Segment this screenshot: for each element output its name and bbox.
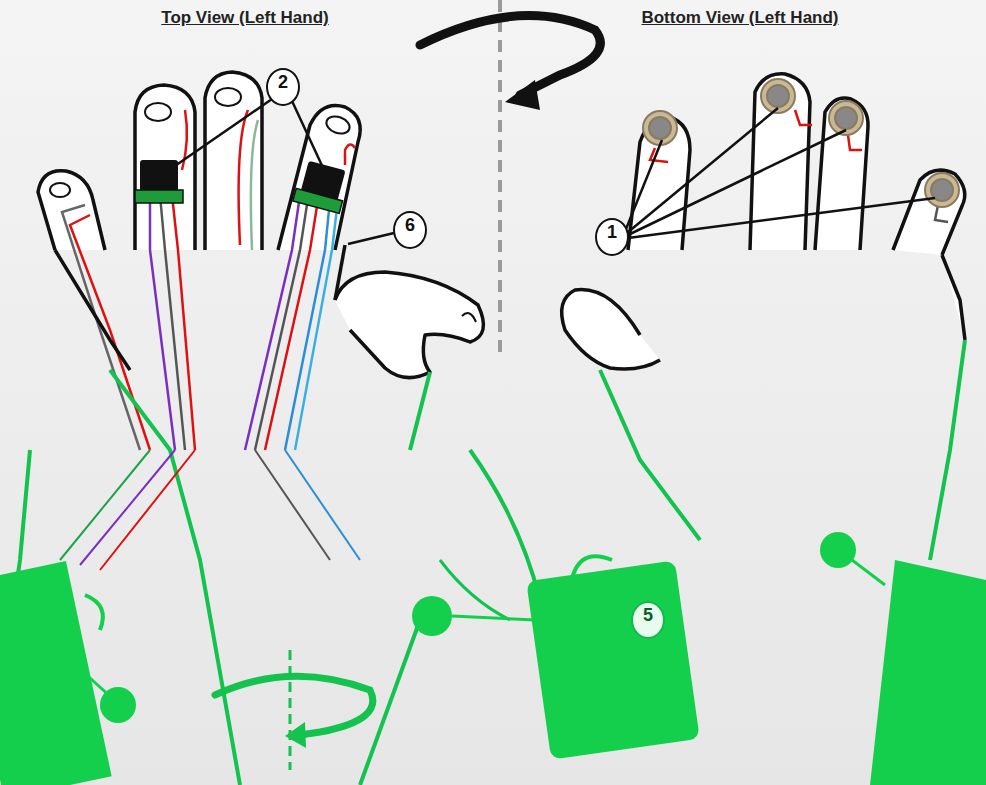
- wrist-modules-part: [870, 560, 986, 785]
- top-view-wires-part: [239, 110, 248, 245]
- view-divider: [500, 0, 501, 360]
- top-view-wires-part: [251, 120, 258, 250]
- wrist-section-part: [410, 372, 430, 450]
- leader-lines-part: [628, 198, 935, 238]
- wrist-modules: [0, 532, 986, 785]
- top-palm-outline: [55, 245, 345, 370]
- callout-number: 2: [266, 68, 300, 106]
- top-view-hand-part: [335, 272, 483, 378]
- leader-lines: [172, 99, 935, 244]
- callout-number: 6: [393, 211, 427, 249]
- top-view-hand-part: [215, 88, 241, 106]
- top-view-hand-part: [462, 313, 476, 322]
- top-view-wires-part: [172, 195, 195, 450]
- wrist-wiring-part: [285, 450, 360, 560]
- bottom-view-hand-part: [562, 290, 660, 369]
- top-view-hand-part: [205, 72, 262, 250]
- wrist-modules-part: [852, 560, 885, 585]
- flip-arrow-part: [420, 16, 600, 95]
- top-view-hand: [38, 72, 483, 378]
- top-view-wires: [62, 110, 355, 450]
- top-view-hand-part: [145, 103, 171, 121]
- top-view-hand-part: [278, 105, 360, 250]
- leader-lines-part: [292, 101, 325, 172]
- wrist-modules-part: [452, 616, 535, 620]
- wrist-wiring-part: [100, 450, 195, 570]
- force-sensors-part: [829, 101, 863, 135]
- bottom-view-wires: [650, 110, 948, 222]
- bottom-view-hand-part: [942, 255, 965, 340]
- wrist-modules-part: [100, 687, 136, 723]
- view-divider-part: [498, 0, 502, 360]
- top-view-wires-part: [70, 215, 150, 450]
- leader-lines-part: [627, 108, 778, 233]
- rotate-arrow-green-part: [215, 676, 373, 735]
- wrist-modules-part: [85, 595, 103, 630]
- wrist-wiring-part: [255, 450, 330, 560]
- top-view-wires-part: [160, 195, 185, 450]
- wrist-wiring-part: [80, 450, 175, 565]
- bottom-view-hand-part: [893, 170, 965, 255]
- top-view-hand-part: [50, 183, 70, 197]
- wrist-modules-part: [0, 561, 112, 785]
- view-heading: Bottom View (Left Hand): [641, 8, 838, 28]
- wrist-section-part: [360, 620, 420, 785]
- wrist-wiring: [60, 450, 360, 570]
- force-sensors-part: [767, 85, 789, 107]
- top-view-wires-part: [255, 198, 308, 450]
- wrist-section-part: [930, 340, 965, 560]
- callout-number: 5: [631, 601, 665, 639]
- leader-lines-part: [626, 140, 662, 229]
- force-sensors-part: [643, 111, 677, 145]
- wrist-section-part: [110, 370, 240, 785]
- leader-lines-part: [628, 130, 846, 235]
- bottom-view-wires-part: [795, 110, 812, 125]
- flex-sensor-boards-part-part: [293, 188, 343, 213]
- force-sensors-part: [925, 173, 959, 207]
- bottom-view-wires-part: [848, 135, 862, 150]
- wrist-wiring-part: [60, 450, 150, 560]
- top-view-wires-part: [285, 200, 330, 450]
- flip-arrow-part: [505, 80, 540, 110]
- wrist-section-part: [470, 450, 540, 600]
- wrist-modules-part: [820, 532, 856, 568]
- rotate-arrow-green-part: [289, 650, 292, 770]
- top-view-wires-part: [345, 144, 355, 165]
- view-heading: Top View (Left Hand): [161, 8, 328, 28]
- force-sensors-part: [761, 79, 795, 113]
- rotate-arrow-green-part: [285, 722, 306, 748]
- top-palm-outline-part: [55, 250, 130, 370]
- leader-lines-part: [172, 99, 272, 168]
- bottom-view-hand-part: [815, 98, 868, 250]
- force-sensors: [643, 79, 959, 207]
- top-view-hand-part: [135, 85, 195, 250]
- force-sensors-part: [649, 117, 671, 139]
- wrist-modules-part: [412, 596, 452, 636]
- wrist-modules-part: [570, 556, 612, 590]
- wrist-modules-part: [526, 560, 700, 759]
- flip-arrow: [420, 16, 600, 110]
- flex-sensor-boards-part: [135, 190, 183, 203]
- top-view-hand-part: [324, 113, 352, 136]
- wrist-section: [0, 340, 965, 785]
- flex-sensor-boards: [135, 159, 350, 213]
- top-palm-outline-part: [335, 245, 345, 300]
- callout-number: 1: [595, 218, 629, 256]
- wrist-section-part: [600, 370, 700, 540]
- force-sensors-part: [835, 107, 857, 129]
- rotate-arrow-green: [215, 650, 373, 770]
- top-view-wires-part: [295, 200, 338, 450]
- bottom-view-hand: [562, 74, 965, 369]
- leader-lines-part: [348, 233, 394, 244]
